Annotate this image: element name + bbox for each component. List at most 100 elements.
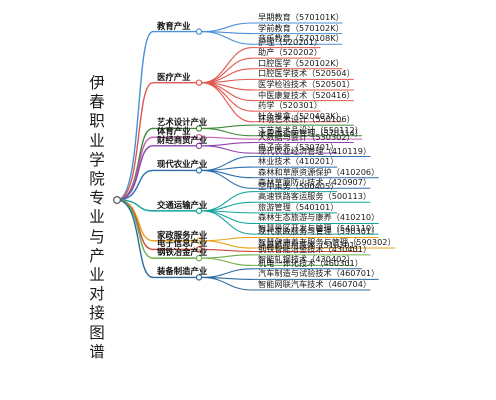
major-name: 智能网联汽车技术 [258,279,324,289]
category-label: 教育产业 [157,20,191,31]
leaf-connector [201,257,253,266]
major-item: 药学（520301） [258,100,322,111]
major-code: （460704） [323,279,372,289]
major-name: 医学检验技术 [258,78,308,89]
major-name: 森林草原防火技术 [258,177,324,188]
category-label: 体育产业 [157,126,191,137]
major-item: 森林草原防火技术（420907） [258,177,371,188]
hub-connector [116,199,154,259]
major-code: （520201） [274,36,323,47]
category-label: 交通运输产业 [157,199,208,210]
major-item: 现代家政服务与管理（590301） [258,226,379,237]
major-item: 空中乘务（500405） [258,181,338,192]
major-item: 环境艺术设计（550106） [258,114,355,125]
major-item: 口腔医学技术（520504） [258,68,355,79]
category-label: 艺术设计产业 [157,117,208,128]
leaf-connector [201,240,253,249]
major-name: 大数据与会计 [258,131,308,142]
major-name: 现代农业经济管理 [258,145,324,156]
major-item: 林业技术（410201） [258,156,338,167]
major-code: （460301） [315,257,363,268]
major-code: （520301） [274,100,323,111]
major-item: 针灸推拿（520403K） [258,111,344,122]
major-code: （570101K） [290,12,344,22]
major-item: 早期教育（570101K） [258,12,344,23]
major-name: 护理 [258,36,275,47]
major-code: （520102K） [290,57,344,68]
major-code: （590301） [331,226,380,237]
major-item: 计算机应用技术（510201） [258,240,363,251]
major-item: 智能轧钢技术（430402） [258,254,355,265]
hub-connector [116,81,154,201]
major-name: 工艺美术品设计 [258,124,316,135]
major-name: 早期教育 [258,12,291,22]
major-code: （590302） [348,237,396,248]
major-item: 智能网联汽车技术（460704） [258,279,371,290]
leaf-connector [201,127,253,137]
major-name: 旅游管理 [258,201,291,212]
major-name: 针灸推拿 [258,110,291,121]
major-item: 医学检验技术（520501） [258,79,355,90]
title-char: 春 [89,93,105,112]
category-label: 钢铁冶金产业 [157,247,208,258]
major-item: 高速铁路客运服务（500113） [258,191,371,202]
diagram-title: 伊春职业学院专业与产业对接图谱 [86,74,108,362]
major-code: （410201） [290,156,339,167]
major-name: 智慧景区开发与管理 [258,223,332,234]
major-item: 森林生态旅游与康养（410210） [258,212,379,223]
major-code: （430401） [323,243,372,254]
leaf-connector [201,82,253,102]
major-code: （530302） [307,131,355,142]
major-code: （460701） [331,268,380,279]
leaf-connector [201,276,253,291]
category-label: 医疗产业 [157,71,191,82]
title-char: 产 [89,246,105,265]
major-name: 智慧健康养老服务与管理 [258,237,349,248]
title-char: 专 [89,189,105,208]
hub-connector [116,169,154,201]
major-name: 药学 [258,100,275,111]
major-code: （540101） [290,201,339,212]
major-item: 冰雪运动与管理（570314） [258,128,363,139]
title-char: 对 [89,285,105,304]
major-name: 空中乘务 [258,180,291,191]
major-item: 智慧景区开发与管理（540110） [258,223,379,234]
major-name: 计算机应用技术 [258,240,316,251]
category-label: 财经商贸产业 [157,134,208,145]
major-item: 汽车制造与试验技术（460701） [258,268,379,279]
major-code: （520202） [274,47,323,58]
major-name: 口腔医学技术 [258,68,308,79]
major-code: （570314） [315,128,363,139]
major-name: 助产 [258,47,275,58]
major-name: 口腔医学 [258,57,291,68]
major-name: 冰雪运动与管理 [258,128,316,139]
title-char: 业 [89,131,105,150]
major-name: 环境艺术设计 [258,114,308,125]
major-name: 音乐教育 [258,33,291,44]
leaf-connector [201,136,253,140]
category-label: 家政服务产业 [157,229,208,240]
major-item: 音乐教育（570108K） [258,33,344,44]
leaf-connector [201,210,253,235]
major-code: （570102K） [290,22,344,33]
major-code: （550106） [307,114,355,125]
major-name: 林业技术 [258,156,291,167]
major-code: （430402） [307,254,355,265]
title-char: 职 [89,112,105,131]
major-code: （570108K） [290,33,344,44]
major-item: 旅游管理（540101） [258,202,338,213]
major-name: 森林和草原资源保护 [258,166,332,177]
major-name: 智能轧钢技术 [258,254,308,265]
major-name: 现代家政服务与管理 [258,226,332,237]
major-item: 森林和草原资源保护（410206） [258,167,379,178]
major-code: （520403K） [290,110,344,121]
major-item: 钢铁智能冶金技术（430401） [258,244,371,255]
major-item: 助产（520202） [258,47,322,58]
major-code: （530701） [290,142,339,153]
major-code: （410210） [331,212,380,223]
major-code: （520501） [307,78,355,89]
major-item: 工艺美术品设计（550112） [258,125,363,136]
title-char: 与 [89,227,105,246]
major-name: 钢铁智能冶金技术 [258,243,324,254]
major-code: （500113） [323,191,372,202]
